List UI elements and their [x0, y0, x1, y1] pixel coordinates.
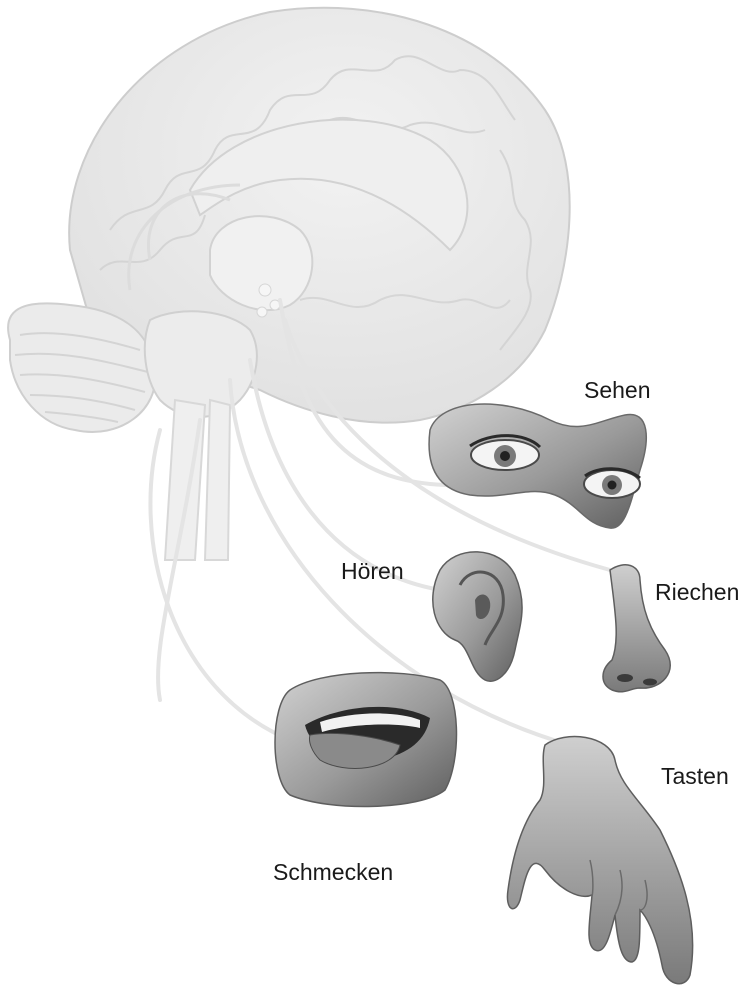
eyes-icon	[429, 404, 646, 528]
label-sehen: Sehen	[584, 379, 651, 402]
mouth-icon	[275, 673, 456, 807]
label-tasten: Tasten	[661, 765, 729, 788]
ear-icon	[433, 552, 522, 681]
label-riechen: Riechen	[655, 581, 739, 604]
label-hoeren: Hören	[341, 560, 404, 583]
label-schmecken: Schmecken	[273, 861, 393, 884]
